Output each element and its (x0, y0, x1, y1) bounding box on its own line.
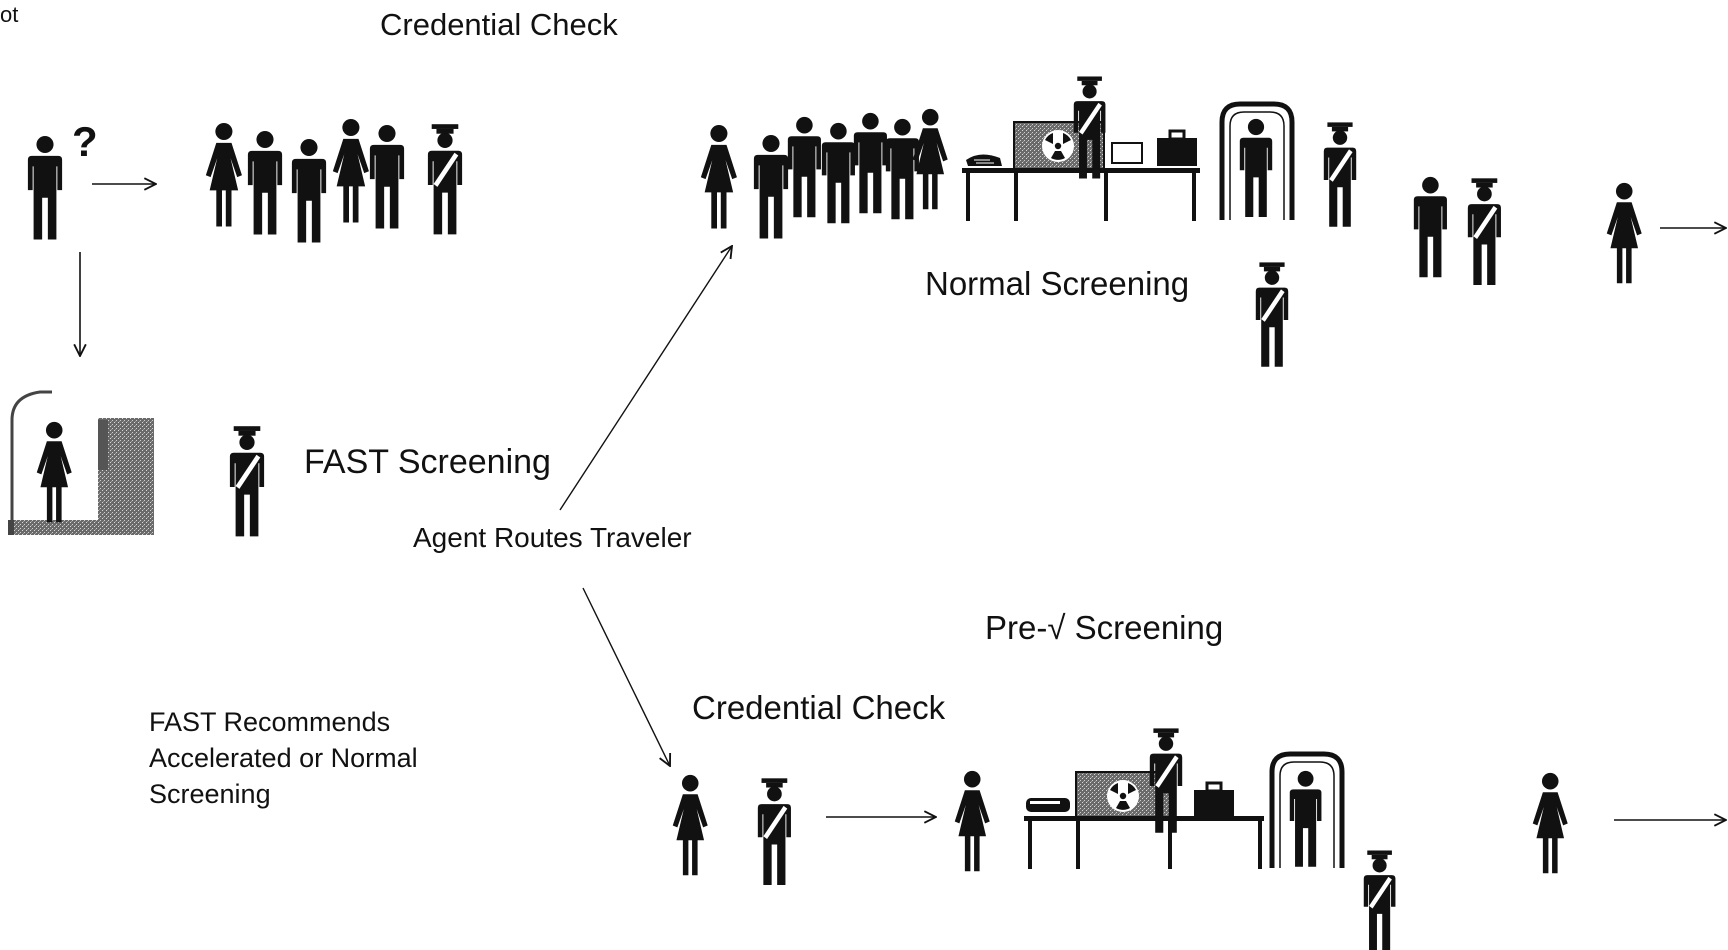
fast-recommends-line-2: Accelerated or Normal (149, 743, 418, 773)
normal-detector-traveler-icon (1239, 118, 1273, 217)
corner-fragment-label: ot (0, 2, 19, 27)
normal-exit-traveler-icon (1606, 182, 1642, 284)
credential-check-top-label: Credential Check (380, 7, 618, 42)
precheck-screening-label: Pre-√ Screening (985, 609, 1224, 646)
fast-recommends-line-3: Screening (149, 779, 271, 809)
credential-check-bottom-label: Credential Check (692, 689, 946, 726)
fast-recommends-line-1: FAST Recommends (149, 707, 391, 737)
agent-routes-traveler-label: Agent Routes Traveler (413, 522, 692, 553)
precheck-traveler-icon (954, 770, 990, 872)
normal-detector-guard-icon (1323, 122, 1357, 227)
precheck-metal-detector-icon (1269, 751, 1345, 868)
precheck-detector-traveler-icon (1289, 770, 1322, 867)
normal-metal-detector-icon (1219, 101, 1295, 220)
arrow-route-to-precheck (582, 587, 670, 766)
fast-guard-icon (229, 426, 265, 537)
arrow-route-to-normal (559, 246, 732, 511)
credential-queue-top (205, 118, 463, 243)
fast-traveler-woman-icon (36, 421, 72, 523)
precheck-credential-pair-icon (672, 774, 791, 886)
normal-secondary-pair-icon (1413, 176, 1501, 286)
normal-screening-label: Normal Screening (925, 265, 1190, 302)
normal-roaming-guard-icon (1255, 262, 1289, 367)
fast-screening-label: FAST Screening (304, 443, 551, 481)
question-mark-icon: ? (72, 118, 98, 165)
normal-screening-queue (700, 108, 948, 239)
fast-booth-icon (8, 390, 154, 535)
precheck-xray-table (1024, 771, 1264, 869)
precheck-exit-traveler-icon (1532, 772, 1568, 874)
unknown-traveler-icon (27, 135, 63, 240)
precheck-roaming-guard-icon (1363, 850, 1396, 950)
